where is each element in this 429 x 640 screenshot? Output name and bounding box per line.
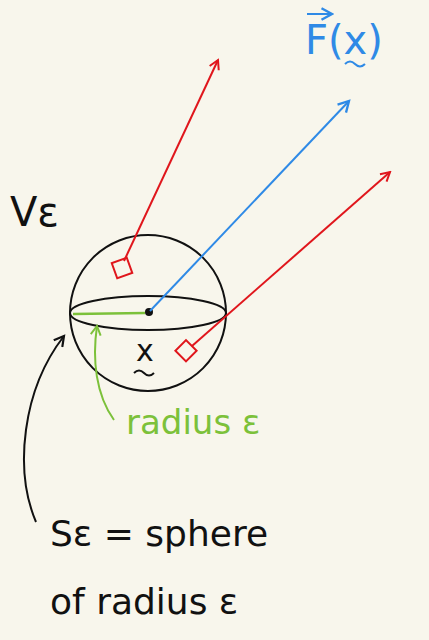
volume-label: Vε — [10, 192, 59, 232]
sphere-outline — [70, 235, 226, 391]
sphere-label: Sε = sphere of radius ε — [50, 500, 300, 636]
field-vector — [150, 101, 349, 311]
vector-accent — [307, 13, 332, 15]
patch-vector — [124, 60, 218, 261]
equator-ellipse — [70, 296, 226, 330]
surface-patch — [175, 340, 196, 361]
surface-patch — [112, 258, 133, 279]
point-label: x — [136, 336, 154, 366]
patch-vector — [192, 172, 390, 346]
leader-line — [95, 326, 114, 420]
radius-line — [73, 313, 145, 314]
tilde-accent — [345, 62, 365, 67]
tilde-accent — [134, 371, 154, 376]
leader-line — [24, 336, 64, 522]
radius-label: radius ε — [126, 402, 260, 443]
field-label: F(x) — [305, 20, 383, 60]
